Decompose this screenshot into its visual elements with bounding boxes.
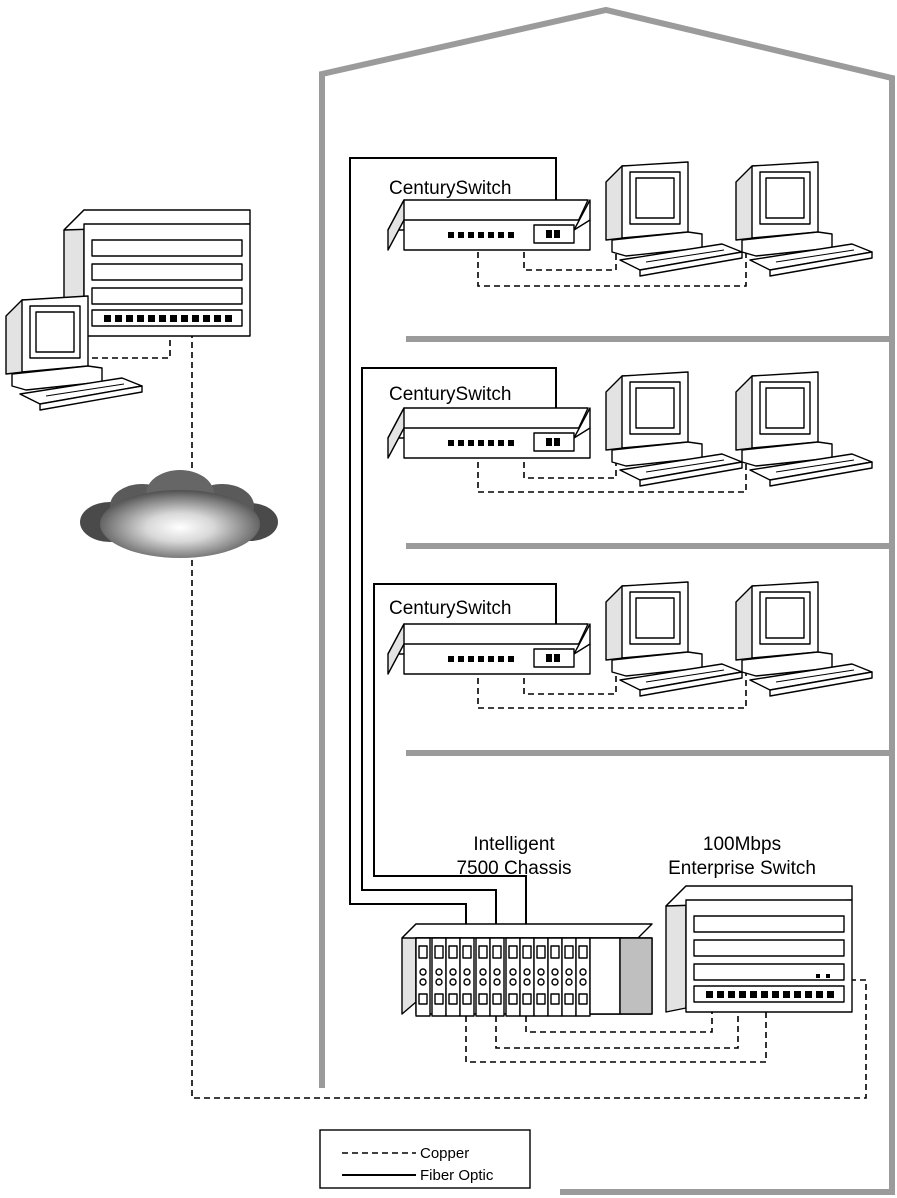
cloud-icon bbox=[80, 470, 278, 558]
floor-1: CenturySwitch bbox=[387, 161, 873, 277]
enterprise-label-line-1: 100Mbps bbox=[703, 834, 781, 855]
workstation-icon bbox=[605, 371, 743, 487]
building-outline bbox=[319, 6, 895, 1195]
chassis-label-line-1: Intelligent bbox=[473, 834, 555, 855]
switch-label-floor-3: CenturySwitch bbox=[389, 598, 512, 619]
chassis-label-line-2: 7500 Chassis bbox=[456, 858, 571, 879]
fiber-links bbox=[349, 157, 557, 932]
floor-3: CenturySwitch bbox=[387, 581, 873, 697]
switch-icon bbox=[387, 407, 591, 459]
switch-label-floor-1: CenturySwitch bbox=[389, 178, 512, 199]
workstation-icon bbox=[735, 371, 873, 487]
switch-icon bbox=[387, 623, 591, 675]
workstation-icon bbox=[605, 161, 743, 277]
chassis-icon bbox=[401, 923, 653, 1017]
legend: Copper Fiber Optic bbox=[319, 1129, 531, 1189]
remote-server bbox=[63, 209, 251, 337]
switch-icon bbox=[387, 199, 591, 251]
legend-copper-label: Copper bbox=[420, 1145, 469, 1162]
ground-floor: Intelligent 7500 Chassis 100Mbps Enterpr… bbox=[401, 834, 853, 1017]
enterprise-label-line-2: Enterprise Switch bbox=[668, 858, 816, 879]
legend-fiber-label: Fiber Optic bbox=[420, 1167, 494, 1184]
switch-label-floor-2: CenturySwitch bbox=[389, 384, 512, 405]
workstation-icon bbox=[735, 581, 873, 697]
floor-2: CenturySwitch bbox=[387, 371, 873, 487]
workstation-icon bbox=[735, 161, 873, 277]
workstation-icon bbox=[605, 581, 743, 697]
enterprise-switch-icon bbox=[665, 885, 853, 1013]
